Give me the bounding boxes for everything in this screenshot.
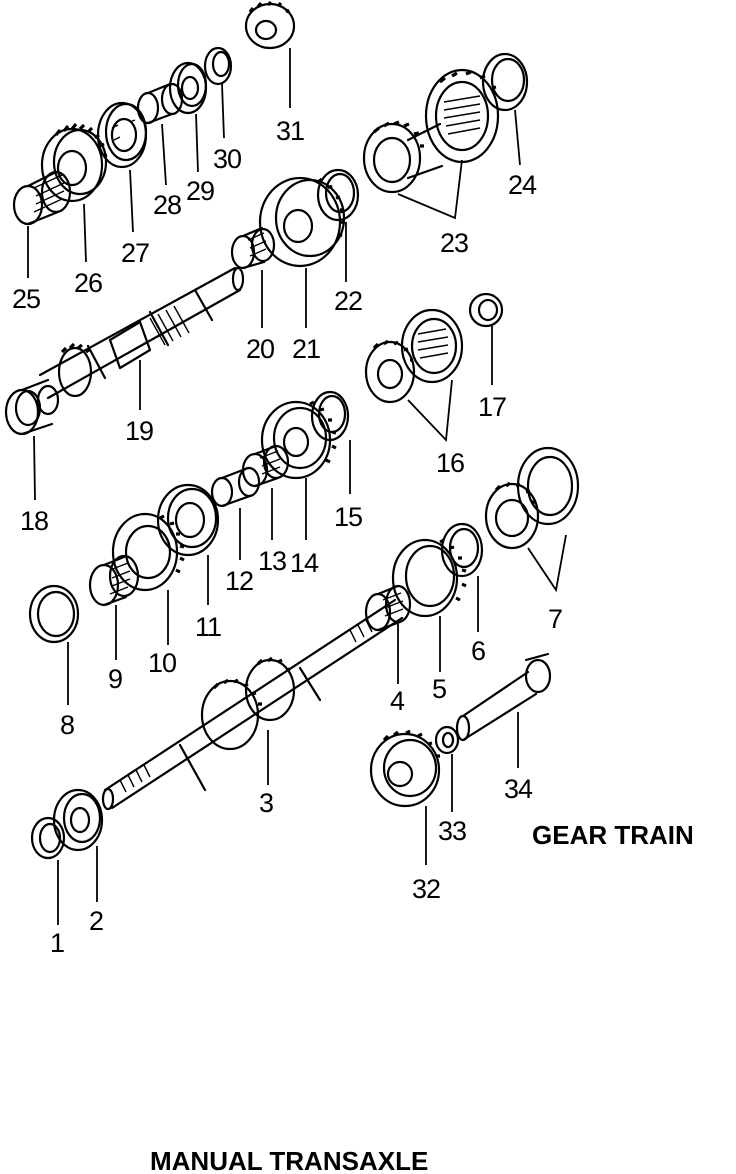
- part-26-gear: [40, 123, 108, 203]
- callout-5: 5: [432, 674, 446, 704]
- callout-28: 28: [153, 190, 181, 220]
- callout-29: 29: [186, 176, 214, 206]
- callout-2: 2: [89, 906, 103, 936]
- part-24-ring: [481, 52, 529, 112]
- callout-13: 13: [258, 546, 286, 576]
- callout-8: 8: [60, 710, 74, 740]
- part-18-bearing: [4, 378, 60, 436]
- part-11-bearing: [156, 483, 220, 557]
- part-8-ring: [28, 584, 80, 644]
- part-34-idler-shaft: [455, 652, 552, 742]
- leader-lines: [27, 48, 567, 925]
- callout-14: 14: [290, 548, 319, 578]
- part-3-shaft: [101, 598, 404, 811]
- callout-3: 3: [259, 788, 273, 818]
- callout-10: 10: [148, 648, 176, 678]
- callout-17: 17: [478, 392, 506, 422]
- callout-34: 34: [504, 774, 533, 804]
- callout-23: 23: [440, 228, 468, 258]
- callout-12: 12: [225, 566, 253, 596]
- part-23-synchronizer: [362, 68, 500, 194]
- part-17-ring: [468, 292, 504, 328]
- part-4-needle-bearing: [364, 584, 412, 632]
- part-15-ring: [310, 390, 350, 442]
- callout-33: 33: [438, 816, 466, 846]
- part-28-spacer: [136, 82, 184, 125]
- diagram-heading: GEAR TRAIN: [532, 820, 694, 850]
- callout-31: 31: [276, 116, 304, 146]
- part-32-gear: [369, 729, 441, 808]
- callout-4: 4: [390, 686, 405, 716]
- part-2-bearing: [52, 788, 104, 852]
- part-16-synchronizer: [364, 308, 464, 404]
- callout-22: 22: [334, 286, 362, 316]
- part-10-gear: [111, 512, 185, 592]
- callout-32: 32: [412, 874, 440, 904]
- callout-15: 15: [334, 502, 362, 532]
- callout-11: 11: [195, 612, 221, 642]
- callout-19: 19: [125, 416, 153, 446]
- callout-7: 7: [548, 604, 562, 634]
- callout-24: 24: [508, 170, 537, 200]
- callout-9: 9: [108, 664, 122, 694]
- callout-25: 25: [12, 284, 40, 314]
- diagram-footer: MANUAL TRANSAXLE: [150, 1146, 428, 1174]
- callout-21: 21: [292, 334, 320, 364]
- part-5-gear: [391, 538, 467, 618]
- callout-27: 27: [121, 238, 149, 268]
- callout-1: 1: [50, 928, 64, 958]
- callout-26: 26: [74, 268, 102, 298]
- callout-6: 6: [471, 636, 485, 666]
- part-31-gear: [244, 0, 296, 50]
- callout-20: 20: [246, 334, 274, 364]
- part-21-gear: [258, 176, 346, 268]
- part-22-ring: [316, 168, 360, 222]
- part-6-ring: [440, 522, 484, 578]
- part-30-race: [203, 46, 233, 86]
- callout-30: 30: [213, 144, 241, 174]
- part-27-bearing: [96, 101, 148, 169]
- part-7-synchronizer: [484, 446, 580, 550]
- callout-labels: 1 2 3 4 5 6 7 8 9 10 11 12 13 14 15 16 1…: [12, 116, 563, 958]
- part-29-bearing: [168, 61, 208, 115]
- callout-16: 16: [436, 448, 464, 478]
- part-12-spacer: [210, 466, 261, 508]
- callout-18: 18: [20, 506, 48, 536]
- part-20-needle-bearing: [230, 226, 276, 270]
- part-19-shaft: [38, 266, 245, 400]
- part-13-needle-bearing: [241, 444, 290, 488]
- part-33-washer: [434, 725, 460, 755]
